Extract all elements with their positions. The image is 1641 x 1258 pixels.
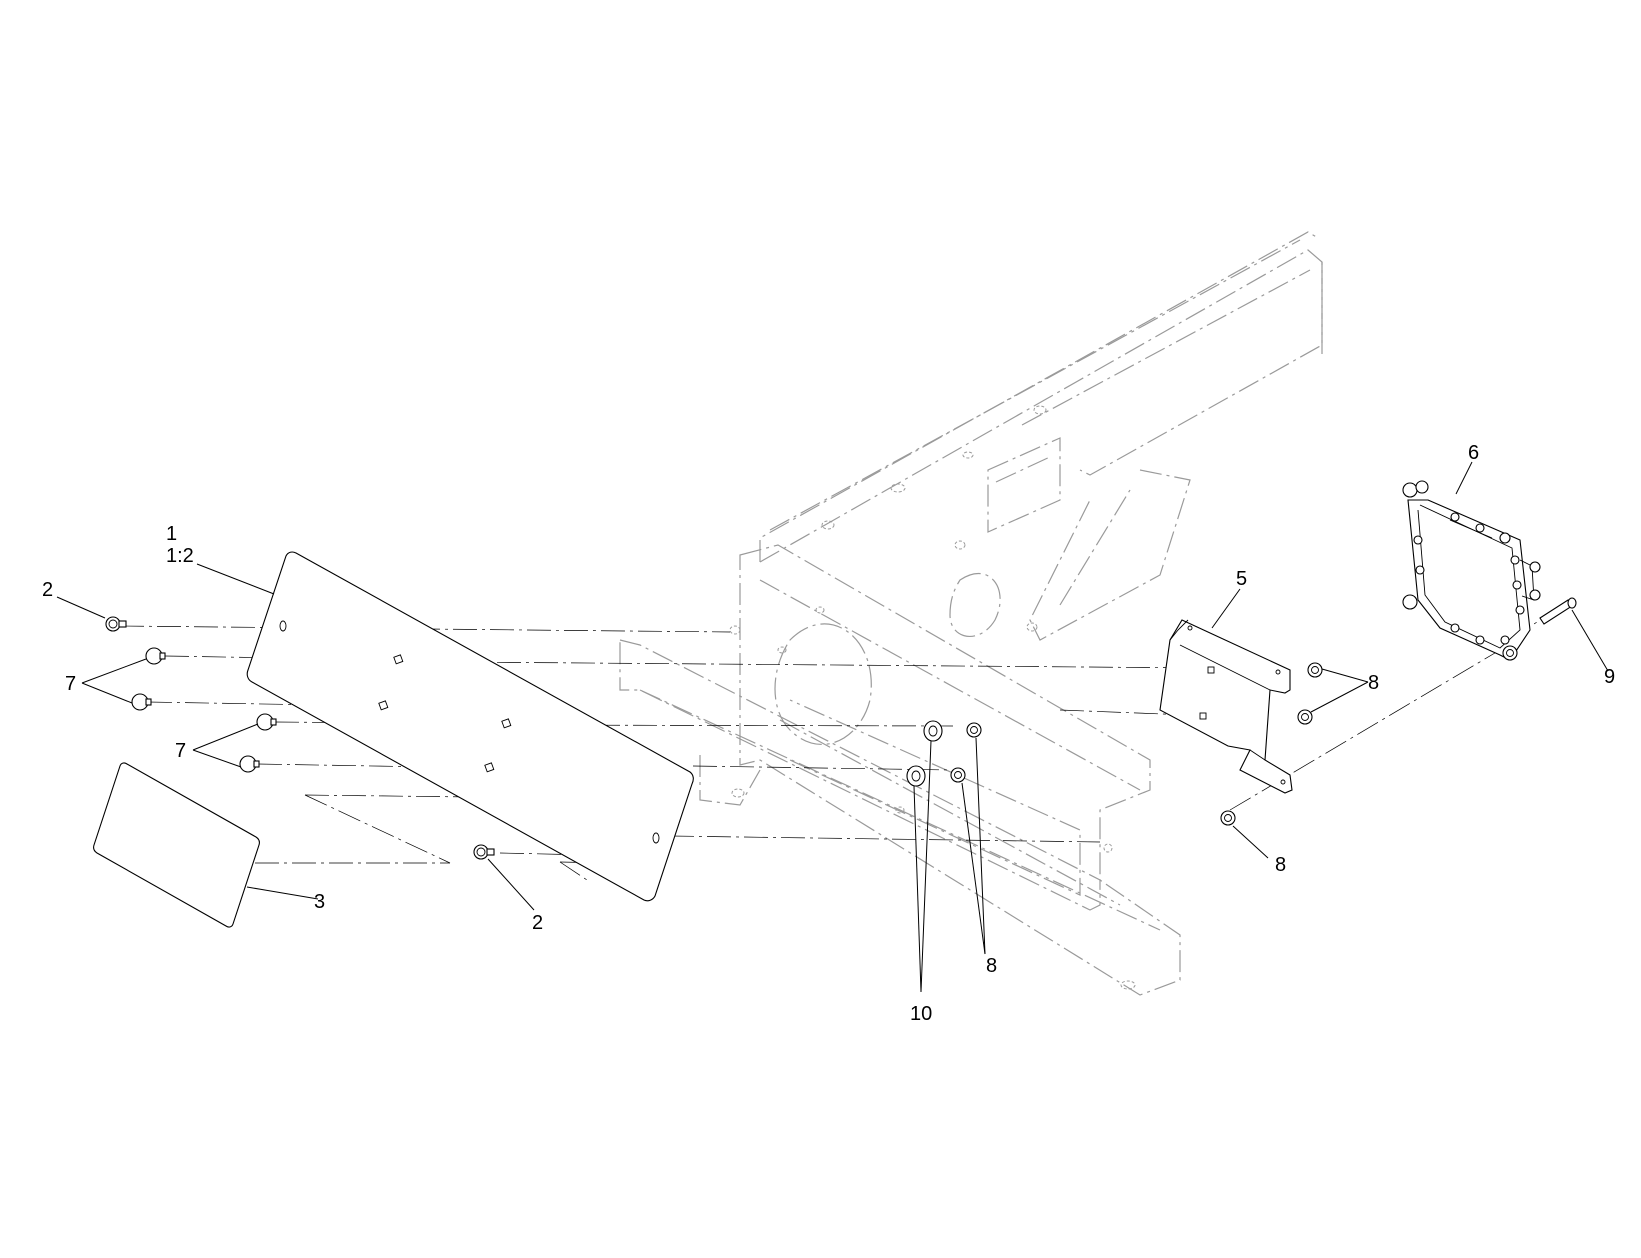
callout-8-center: 8: [986, 955, 997, 977]
callout-1-2: 1:2: [166, 545, 194, 567]
callout-1: 1: [166, 523, 177, 545]
callout-2-top: 2: [42, 579, 53, 601]
part-2-screws: [105, 616, 495, 860]
leader-lines: [56, 461, 1609, 993]
callout-5: 5: [1236, 568, 1247, 590]
frame-phantom: [619, 231, 1323, 996]
callout-7-lower: 7: [175, 740, 186, 762]
callout-8-right: 8: [1368, 672, 1379, 694]
part-10-washers: [906, 720, 943, 787]
callout-labels: 1 1:2 2 2 3 5 6 7 7 8 8 8 9 10: [42, 442, 1615, 1025]
part-9-bolt: [1539, 597, 1577, 625]
callout-2-bottom: 2: [532, 912, 543, 934]
module-fasteners: [1402, 480, 1541, 645]
part-5-bracket: [1159, 619, 1293, 794]
part-7-fasteners: [131, 647, 512, 773]
part-1-panel: [246, 551, 694, 902]
part-8-nuts: [950, 645, 1518, 826]
callout-8-bottom-right: 8: [1275, 854, 1286, 876]
screw-top: [105, 616, 127, 632]
callout-9: 9: [1604, 666, 1615, 688]
callout-6: 6: [1468, 442, 1479, 464]
callout-3: 3: [314, 891, 325, 913]
callout-7-upper: 7: [65, 673, 76, 695]
callout-10: 10: [910, 1003, 932, 1025]
part-3-decal: [93, 762, 260, 928]
part-6-module: [1402, 480, 1541, 661]
screw-bottom: [473, 844, 495, 860]
